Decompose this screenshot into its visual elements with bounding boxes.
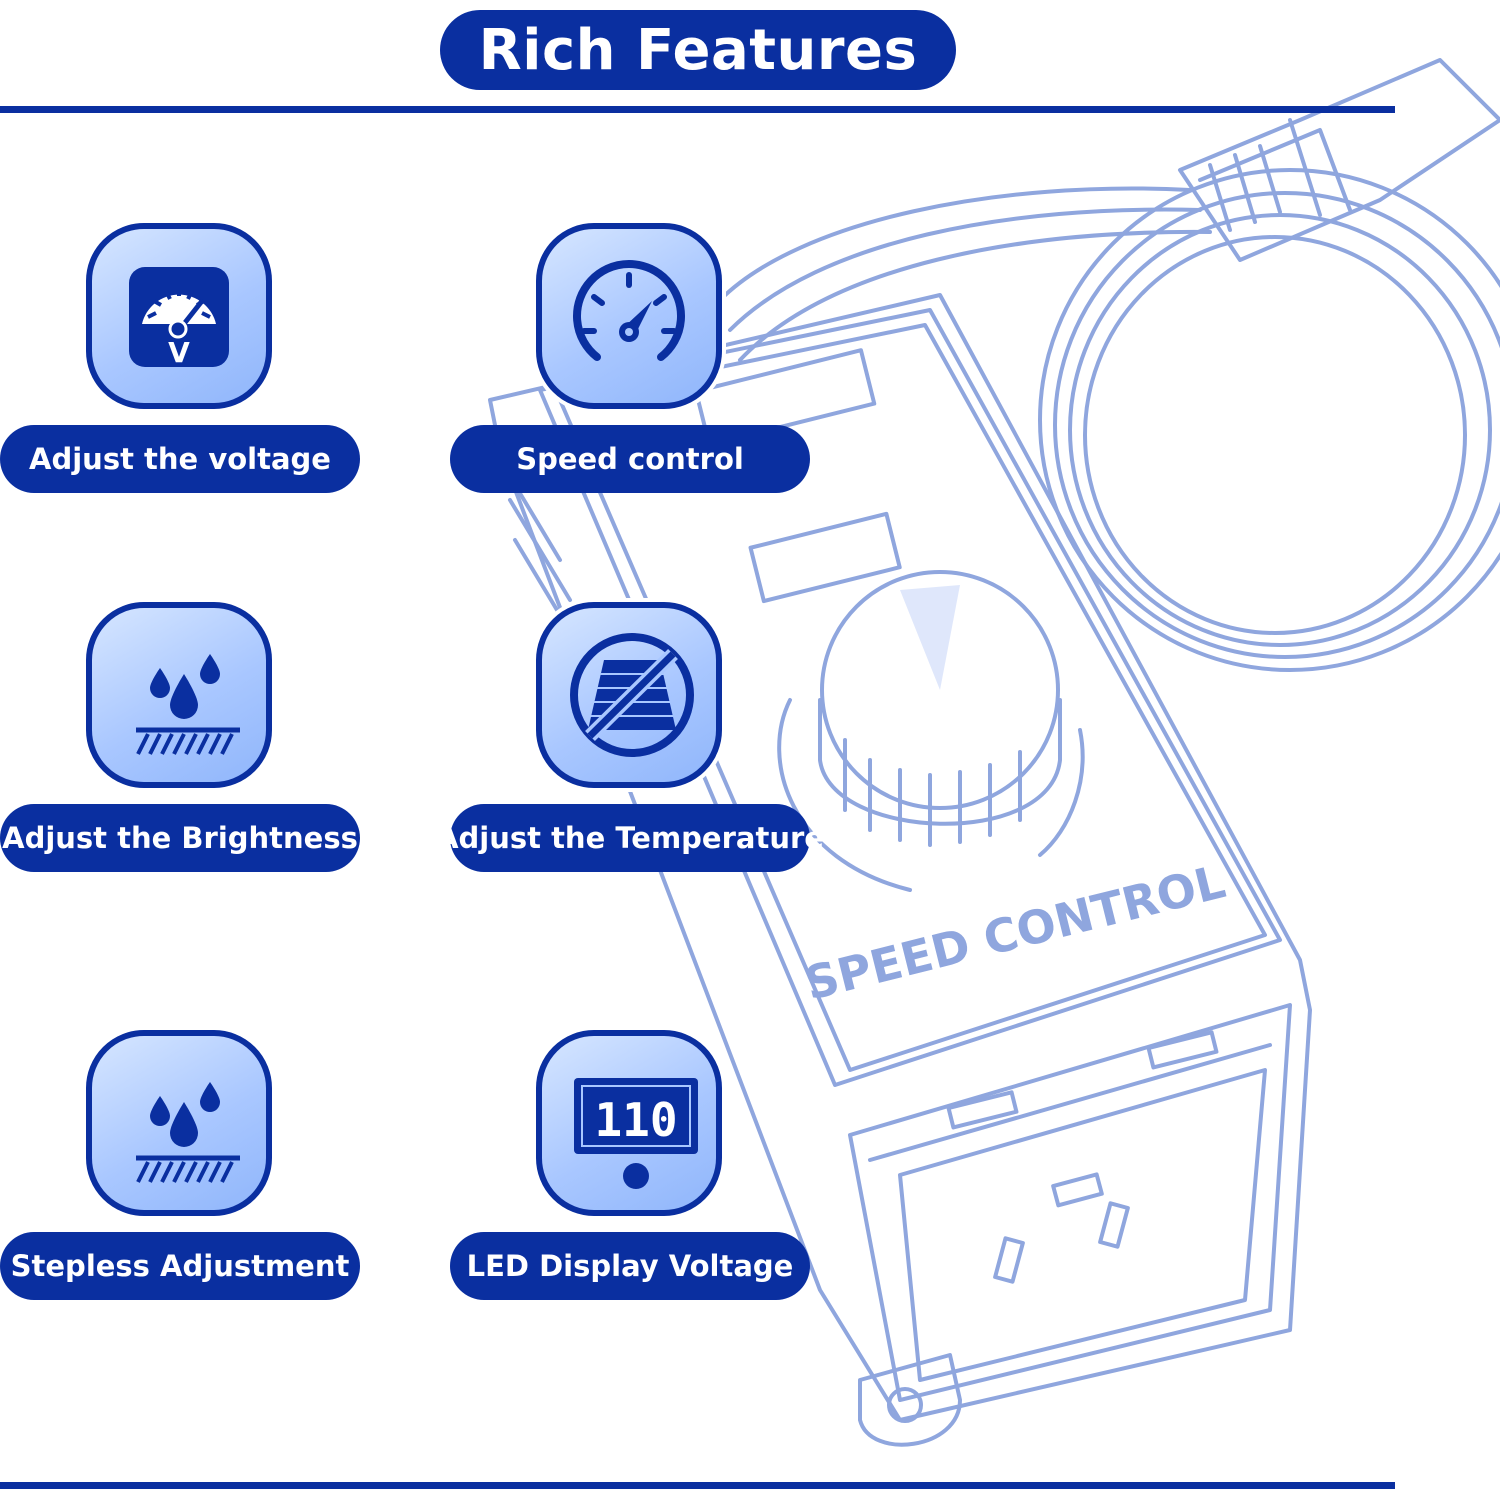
- device-label: SPEED CONTROL: [800, 854, 1231, 1011]
- page-title: Rich Features: [478, 17, 918, 83]
- feature-label-pill: LED Display Voltage: [450, 1232, 810, 1300]
- led-display-icon: 110: [574, 1078, 698, 1189]
- feature-label-pill: Adjust the Brightness: [0, 804, 360, 872]
- feature-label-pill: Adjust the Temperature: [436, 804, 824, 872]
- water-drops-icon: [136, 1082, 240, 1183]
- feature-adjust-voltage: V Adjust the voltage: [0, 223, 360, 543]
- feature-label-pill: Adjust the voltage: [0, 425, 360, 493]
- feature-label: Stepless Adjustment: [10, 1249, 350, 1283]
- voltmeter-tile: V: [86, 223, 272, 409]
- speedometer-icon: [573, 260, 685, 361]
- feature-label: Adjust the voltage: [29, 442, 331, 476]
- top-divider: [0, 106, 1395, 113]
- no-heat-icon: [570, 633, 694, 757]
- feature-speed-control: Speed control: [450, 223, 810, 543]
- feature-stepless-adjustment: Stepless Adjustment: [0, 1030, 360, 1350]
- speedometer-tile: [536, 223, 722, 409]
- feature-label: LED Display Voltage: [466, 1249, 794, 1283]
- water-drops-tile: [86, 1030, 272, 1216]
- voltmeter-letter: V: [168, 336, 190, 369]
- title-banner: Rich Features: [440, 10, 956, 90]
- no-heat-tile: [536, 602, 722, 788]
- feature-label-pill: Speed control: [450, 425, 810, 493]
- feature-label: Speed control: [516, 442, 744, 476]
- feature-label: Adjust the Temperature: [436, 821, 824, 855]
- feature-adjust-temperature: Adjust the Temperature: [436, 602, 824, 922]
- led-display-tile: 110: [536, 1030, 722, 1216]
- voltmeter-icon: V: [129, 267, 229, 369]
- feature-label-pill: Stepless Adjustment: [0, 1232, 360, 1300]
- led-digits: 110: [594, 1093, 677, 1147]
- water-drops-tile: [86, 602, 272, 788]
- feature-adjust-brightness: Adjust the Brightness: [0, 602, 360, 922]
- feature-label: Adjust the Brightness: [2, 821, 358, 855]
- feature-led-display-voltage: 110 LED Display Voltage: [450, 1030, 810, 1350]
- bottom-divider: [0, 1482, 1395, 1489]
- water-drops-icon: [136, 654, 240, 755]
